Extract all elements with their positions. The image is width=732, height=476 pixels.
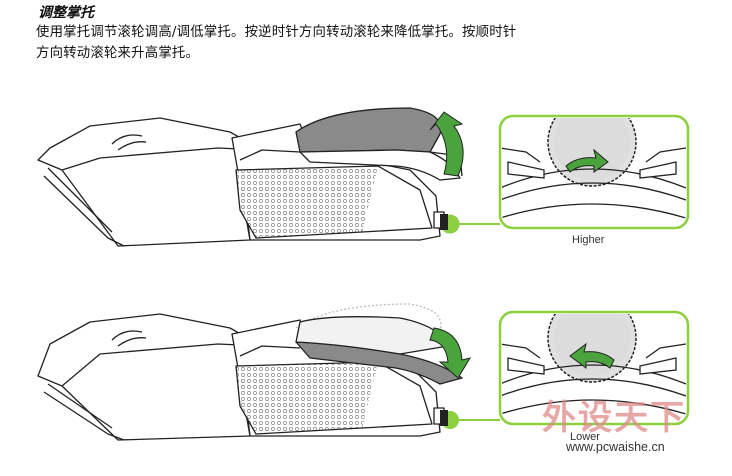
mouse-lower: [37, 303, 463, 441]
watermark-url: www.pcwaishe.cn: [566, 440, 665, 454]
caption-higher: Higher: [572, 234, 605, 246]
counterclockwise-wheel-arrow-icon: [569, 342, 615, 369]
clockwise-arrow-icon: [429, 111, 464, 177]
wheel-zoom-lower: [498, 310, 690, 426]
wheel-zoom-higher: [498, 114, 690, 230]
mouse-higher: [37, 107, 463, 247]
instruction-line-1: 使用掌托调节滚轮调高/调低掌托。按逆时针方向转动滚轮来降低掌托。按顺时针: [36, 25, 517, 40]
section-heading: 调整掌托: [38, 5, 94, 21]
watermark-logo: 外设天下: [542, 398, 686, 438]
clockwise-wheel-arrow-icon: [565, 148, 609, 173]
instruction-text: 使用掌托调节滚轮调高/调低掌托。按逆时针方向转动滚轮来降低掌托。按顺时针 方向转…: [36, 22, 696, 64]
caption-lower: Lower: [570, 431, 600, 443]
instruction-line-2: 方向转动滚轮来升高掌托。: [36, 46, 200, 61]
counterclockwise-arrow-icon: [429, 327, 472, 379]
